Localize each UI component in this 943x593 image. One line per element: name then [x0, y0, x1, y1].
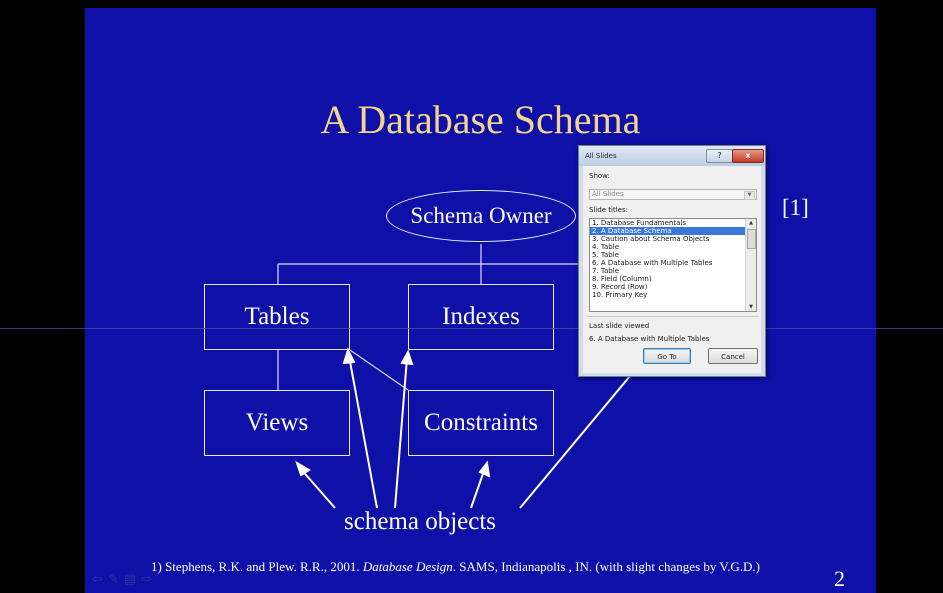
slide-title-item[interactable]: 1. Database Fundamentals [592, 219, 686, 227]
dialog-separator [587, 316, 759, 317]
last-viewed-label: Last slide viewed [589, 322, 650, 330]
arrow-constraints [470, 467, 486, 509]
views-box: Views [204, 390, 350, 456]
slide-title-item[interactable]: 5. Table [592, 251, 620, 259]
arrow-indexes [394, 357, 408, 509]
arrow-indexes-head [400, 349, 414, 366]
tables-box: Tables [204, 284, 350, 350]
citation-prefix: 1) Stephens, R.K. and Plew. R.R., 2001. [151, 559, 363, 574]
dialog-body: Show: All Slides ▼ Slide titles: 1. Data… [583, 166, 761, 373]
citation-suffix: . SAMS, Indianapolis , IN. (with slight … [452, 559, 760, 574]
constraints-box: Constraints [408, 390, 554, 456]
scroll-thumb[interactable] [747, 229, 756, 249]
show-label: Show: [589, 172, 610, 180]
slide-title-item[interactable]: 8. Field (Column) [592, 275, 652, 283]
help-button[interactable]: ? [706, 149, 733, 163]
schema-owner-ellipse: Schema Owner [386, 190, 576, 242]
citation-book: Database Design [362, 559, 453, 574]
scroll-down-icon[interactable]: ▼ [749, 304, 753, 310]
slide-title-item[interactable]: 4. Table [592, 243, 620, 251]
slide-title-item[interactable]: 10. Primary Key [592, 291, 648, 299]
dialog-title: All Slides [585, 152, 617, 160]
show-select-value: All Slides [592, 190, 624, 198]
pen-icon[interactable]: ✎ [107, 572, 124, 587]
arrow-tables-head [342, 347, 356, 365]
forward-icon[interactable]: ⇨ [141, 572, 158, 587]
arrow-views-head [295, 460, 311, 477]
slide-title: A Database Schema [320, 97, 641, 142]
arrow-constraints-head [478, 460, 491, 478]
back-icon[interactable]: ⇦ [92, 572, 108, 587]
menu-icon[interactable]: ▤ [123, 572, 142, 587]
chevron-down-icon[interactable]: ▼ [744, 191, 755, 200]
arrow-views [299, 467, 336, 509]
close-button[interactable]: x [732, 149, 764, 163]
citation: 1) Stephens, R.K. and Plew. R.R., 2001. … [151, 559, 760, 575]
all-slides-dialog: All Slides ? x Show: All Slides ▼ Slide … [578, 145, 766, 377]
indexes-box: Indexes [408, 284, 554, 350]
schema-connectors [277, 244, 685, 509]
show-select[interactable]: All Slides ▼ [589, 189, 757, 200]
slide-nav-bar: ⇦✎▤⇨ [92, 572, 157, 587]
slide-title-item[interactable]: 7. Table [592, 267, 620, 275]
schema-objects-label: schema objects [344, 508, 497, 535]
arrow-tables [348, 355, 378, 509]
reference-marker: [1] [782, 195, 809, 220]
divider-line [0, 328, 943, 329]
tables-constraints-connector [349, 349, 409, 391]
slide-title-item[interactable]: 3. Caution about Schema Objects [592, 235, 710, 243]
page-number: 2 [834, 566, 845, 591]
list-scrollbar[interactable]: ▲ ▼ [745, 219, 756, 311]
slide-title-item[interactable]: 2. A Database Schema [590, 227, 747, 235]
dialog-titlebar[interactable]: All Slides ? x [579, 146, 765, 166]
slide-title-item[interactable]: 9. Record (Row) [592, 283, 648, 291]
slide-titles-label: Slide titles: [589, 206, 628, 214]
slide-title-item[interactable]: 6. A Database with Multiple Tables [592, 259, 713, 267]
scroll-up-icon[interactable]: ▲ [749, 220, 753, 226]
arrow-dialog [519, 375, 631, 509]
goto-button[interactable]: Go To [643, 348, 691, 364]
last-viewed-value[interactable]: 6. A Database with Multiple Tables [589, 335, 710, 343]
cancel-button[interactable]: Cancel [708, 348, 758, 364]
